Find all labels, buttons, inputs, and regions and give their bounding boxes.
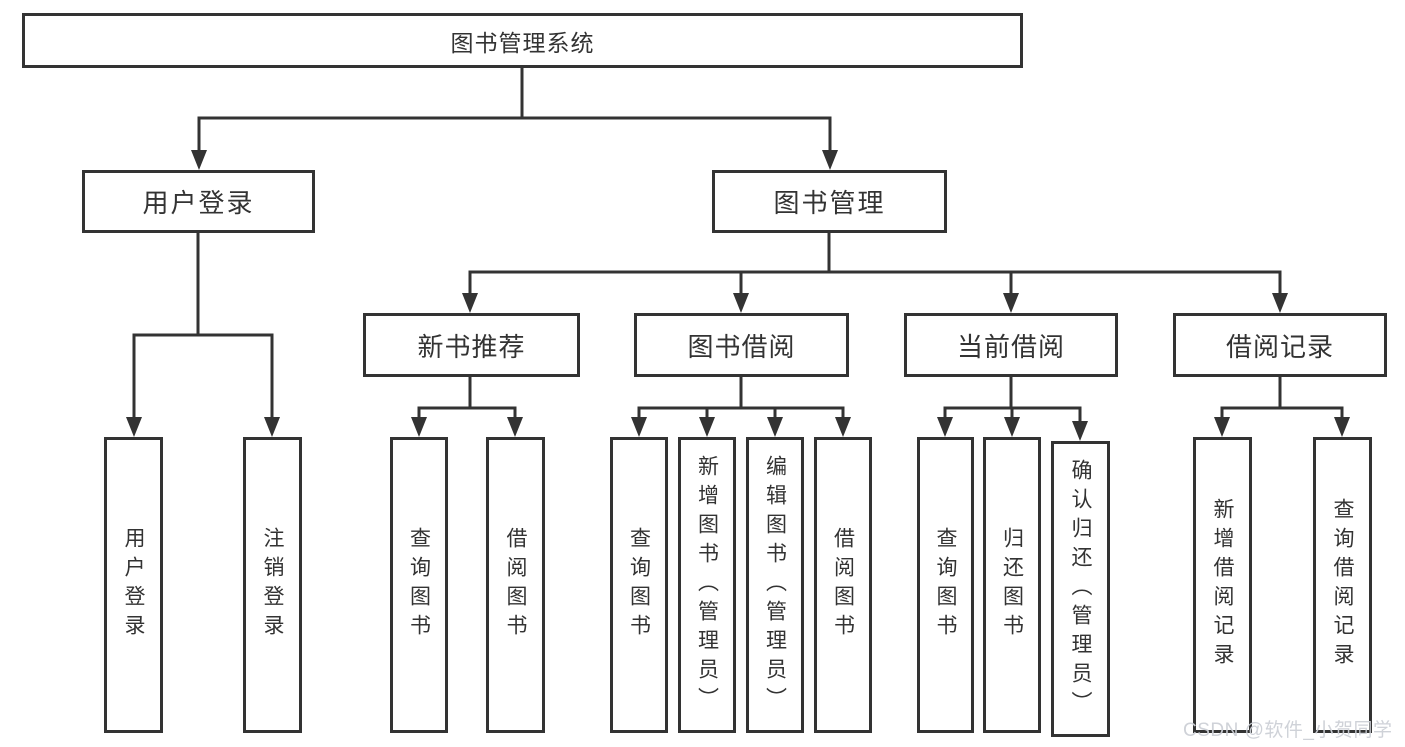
leaf-confirm-return-admin-label: 确认归还（管理员） bbox=[1069, 458, 1092, 720]
root-branch-arrowheads bbox=[191, 150, 838, 170]
leaf-query-borrow-record: 查询借阅记录 bbox=[1313, 437, 1372, 733]
node-borrow-records: 借阅记录 bbox=[1173, 313, 1387, 377]
book-mgmt-branch bbox=[468, 233, 1282, 294]
node-new-book-recommend-label: 新书推荐 bbox=[417, 331, 526, 362]
leaf-confirm-return-admin: 确认归还（管理员） bbox=[1051, 441, 1110, 737]
book-borrow-branch bbox=[637, 377, 845, 418]
node-current-borrowing-label: 当前借阅 bbox=[956, 331, 1065, 362]
leaf-query-books-2-label: 查询图书 bbox=[627, 527, 651, 643]
leaf-query-books-3: 查询图书 bbox=[917, 437, 974, 733]
leaf-add-borrow-record-label: 新增借阅记录 bbox=[1211, 498, 1234, 672]
user-login-branch bbox=[132, 233, 274, 418]
leaf-query-books-1-label: 查询图书 bbox=[407, 527, 431, 643]
node-book-borrowing: 图书借阅 bbox=[634, 313, 849, 377]
node-root-library-system: 图书管理系统 bbox=[22, 13, 1023, 68]
node-book-management: 图书管理 bbox=[712, 170, 947, 233]
leaf-borrow-books-2: 借阅图书 bbox=[814, 437, 872, 733]
leaf-borrow-books-1: 借阅图书 bbox=[486, 437, 545, 733]
leaf-logout: 注销登录 bbox=[243, 437, 302, 733]
node-new-book-recommend: 新书推荐 bbox=[363, 313, 580, 377]
node-borrow-records-label: 借阅记录 bbox=[1225, 331, 1334, 362]
root-branch bbox=[197, 68, 832, 151]
leaf-edit-books-admin-label: 编辑图书（管理员） bbox=[763, 454, 787, 716]
current-borrow-branch-arrowheads bbox=[937, 417, 1088, 441]
leaf-query-books-1: 查询图书 bbox=[390, 437, 448, 733]
leaf-logout-label: 注销登录 bbox=[261, 527, 284, 643]
node-user-login: 用户登录 bbox=[82, 170, 315, 233]
node-root-label: 图书管理系统 bbox=[450, 29, 595, 56]
leaf-add-books-admin-label: 新增图书（管理员） bbox=[695, 454, 719, 716]
leaf-query-books-3-label: 查询图书 bbox=[934, 527, 957, 643]
borrow-record-branch-arrowheads bbox=[1214, 417, 1350, 437]
leaf-return-books: 归还图书 bbox=[983, 437, 1041, 733]
user-login-branch-arrowheads bbox=[126, 417, 280, 437]
csdn-watermark: CSDN @软件_小贺同学 bbox=[1183, 720, 1393, 741]
book-mgmt-branch-arrowheads bbox=[462, 293, 1288, 313]
leaf-user-login: 用户登录 bbox=[104, 437, 163, 733]
leaf-query-borrow-record-label: 查询借阅记录 bbox=[1331, 498, 1354, 672]
borrow-record-branch bbox=[1220, 377, 1344, 418]
leaf-borrow-books-1-label: 借阅图书 bbox=[504, 527, 527, 643]
node-current-borrowing: 当前借阅 bbox=[904, 313, 1118, 377]
new-book-branch-arrowheads bbox=[411, 417, 523, 437]
current-borrow-branch bbox=[943, 377, 1082, 422]
leaf-user-login-label: 用户登录 bbox=[122, 527, 145, 643]
node-book-management-label: 图书管理 bbox=[773, 188, 886, 218]
leaf-return-books-label: 归还图书 bbox=[1000, 527, 1024, 643]
node-book-borrowing-label: 图书借阅 bbox=[687, 331, 796, 362]
leaf-query-books-2: 查询图书 bbox=[610, 437, 668, 733]
new-book-branch bbox=[417, 377, 517, 418]
node-user-login-label: 用户登录 bbox=[142, 188, 255, 218]
leaf-add-books-admin: 新增图书（管理员） bbox=[678, 437, 736, 733]
leaf-add-borrow-record: 新增借阅记录 bbox=[1193, 437, 1252, 733]
leaf-edit-books-admin: 编辑图书（管理员） bbox=[746, 437, 804, 733]
book-borrow-branch-arrowheads bbox=[631, 417, 851, 437]
leaf-borrow-books-2-label: 借阅图书 bbox=[831, 527, 855, 643]
